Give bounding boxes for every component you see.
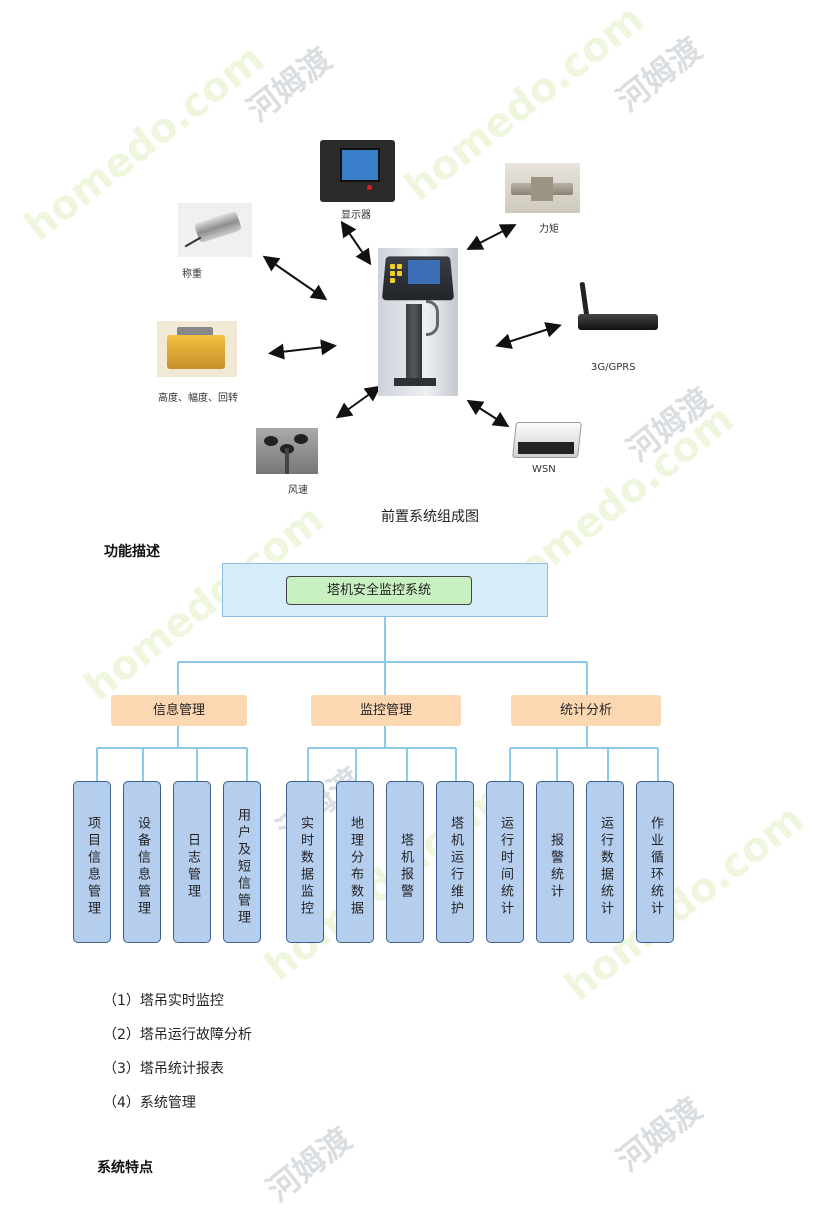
group-node-info: 信息管理 bbox=[111, 695, 247, 726]
wsn-label: WSN bbox=[532, 464, 556, 475]
watermark-brand: 河姆渡 bbox=[259, 1120, 359, 1210]
weight-label: 称重 bbox=[182, 269, 202, 280]
wsn-device-image bbox=[510, 412, 582, 460]
leaf-node: 运行时间统计 bbox=[486, 781, 524, 943]
arrow-display bbox=[340, 220, 372, 266]
display-label: 显示器 bbox=[341, 210, 371, 221]
leaf-node: 报警统计 bbox=[536, 781, 574, 943]
section-heading-system: 系统特点 bbox=[97, 1160, 153, 1176]
leaf-node: 项目信息管理 bbox=[73, 781, 111, 943]
list-item: （3）塔吊统计报表 bbox=[103, 1061, 224, 1077]
list-item: （2）塔吊运行故障分析 bbox=[103, 1027, 252, 1043]
list-item: （1）塔吊实时监控 bbox=[103, 993, 224, 1009]
composition-arrows bbox=[262, 220, 562, 428]
watermark-brand: 河姆渡 bbox=[609, 1090, 709, 1180]
leaf-node: 塔机运行维护 bbox=[436, 781, 474, 943]
leaf-node: 日志管理 bbox=[173, 781, 211, 943]
org-chart-root: 塔机安全监控系统 bbox=[286, 576, 472, 605]
list-item: （4）系统管理 bbox=[103, 1095, 196, 1111]
leaf-node: 作业循环统计 bbox=[636, 781, 674, 943]
leaf-node: 地理分布数据 bbox=[336, 781, 374, 943]
arrow-torque bbox=[466, 224, 517, 250]
leaf-node: 运行数据统计 bbox=[586, 781, 624, 943]
anemometer-image bbox=[256, 428, 318, 474]
arrow-wsn bbox=[466, 399, 510, 428]
weight-sensor-image bbox=[178, 203, 252, 257]
arrow-network bbox=[495, 322, 562, 349]
leaf-node: 设备信息管理 bbox=[123, 781, 161, 943]
org-chart-connectors bbox=[96, 617, 659, 781]
torque-label: 力矩 bbox=[539, 224, 559, 235]
sensor-label: 高度、幅度、回转 bbox=[158, 393, 238, 404]
position-sensor-image bbox=[157, 321, 237, 377]
org-chart-root-container: 塔机安全监控系统 bbox=[222, 563, 548, 617]
leaf-node: 实时数据监控 bbox=[286, 781, 324, 943]
router-image bbox=[572, 280, 662, 340]
group-node-monitor: 监控管理 bbox=[311, 695, 461, 726]
group-node-stats: 统计分析 bbox=[511, 695, 661, 726]
arrow-weight bbox=[262, 255, 328, 301]
section-heading-function: 功能描述 bbox=[104, 544, 160, 560]
leaf-node: 用户及短信管理 bbox=[223, 781, 261, 943]
torque-sensor-image bbox=[505, 163, 580, 213]
network-label: 3G/GPRS bbox=[591, 362, 636, 373]
figure-caption: 前置系统组成图 bbox=[381, 509, 479, 525]
display-image bbox=[320, 140, 395, 202]
arrow-wind bbox=[335, 385, 382, 419]
leaf-node: 塔机报警 bbox=[386, 781, 424, 943]
front-console-image bbox=[378, 248, 458, 396]
arrow-sensor bbox=[268, 339, 337, 360]
wind-label: 风速 bbox=[288, 485, 308, 496]
